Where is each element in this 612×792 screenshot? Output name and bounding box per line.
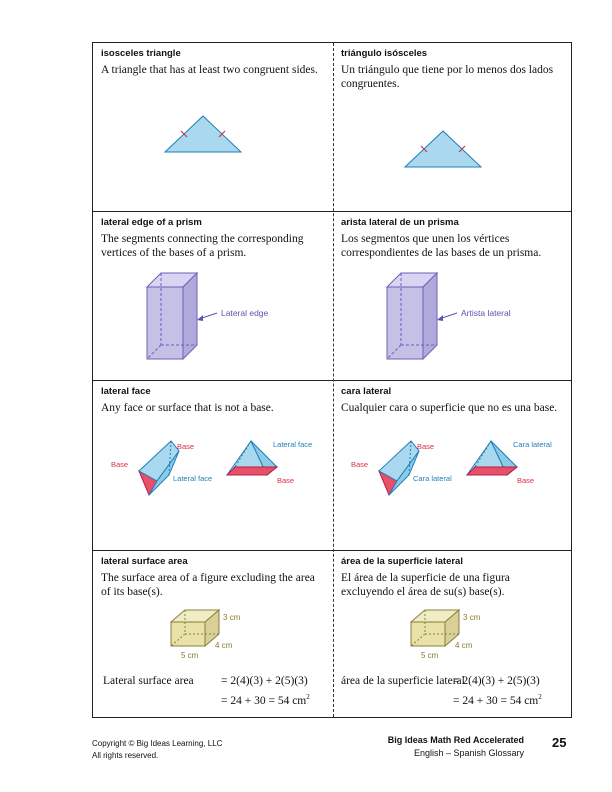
lateral-face-label: Cara lateral (513, 440, 552, 449)
height-label: 3 cm (463, 613, 481, 622)
height-label: 3 cm (223, 613, 241, 622)
definition: El área de la superficie de una figura e… (341, 572, 510, 598)
rights-text: All rights reserved. (92, 751, 159, 760)
isosceles-triangle-figure (163, 115, 243, 153)
width-label: 5 cm (421, 651, 439, 660)
row-divider (93, 211, 571, 212)
lateral-face-label: Lateral face (173, 474, 212, 483)
glossary-title: English – Spanish Glossary (413, 748, 524, 758)
depth-label: 4 cm (215, 641, 233, 650)
definition: Los segmentos que unen los vértices corr… (341, 233, 542, 259)
footer-copyright: Copyright © Big Ideas Learning, LLC All … (92, 738, 222, 762)
lateral-face-label: Lateral face (273, 440, 312, 449)
lateral-face-figures: Base Base Lateral face Lateral face Base (111, 440, 312, 497)
base-label: Base (351, 460, 368, 469)
definition: The segments connecting the correspondin… (101, 233, 304, 259)
lateral-face-figures: Base Base Cara lateral Cara lateral Base (351, 440, 552, 497)
entry-lateral-edge-es: arista lateral de un prisma Los segmento… (333, 212, 573, 260)
rectangular-prism-figure: 3 cm 4 cm 5 cm (169, 608, 241, 660)
definition: Any face or surface that is not a base. (101, 402, 274, 414)
term: área de la superficie lateral (341, 556, 463, 567)
row-divider (93, 550, 571, 551)
base-label: Base (417, 442, 434, 451)
definition: A triangle that has at least two congrue… (101, 64, 318, 76)
column-divider (333, 43, 334, 717)
term: isosceles triangle (101, 48, 181, 59)
definition: The surface area of a figure excluding t… (101, 572, 315, 598)
row-divider (93, 380, 571, 381)
term: arista lateral de un prisma (341, 217, 459, 228)
lateral-face-label: Cara lateral (413, 474, 452, 483)
page-number: 25 (552, 735, 567, 750)
entry-isosceles-triangle-en: isosceles triangle A triangle that has a… (93, 43, 333, 77)
entry-lateral-face-es: cara lateral Cualquier cara o superficie… (333, 381, 573, 415)
isosceles-triangle-figure (403, 130, 483, 168)
equation-line-2: = 24 + 30 = 54 cm2 (453, 693, 542, 707)
entry-isosceles-triangle-es: triángulo isósceles Un triángulo que tie… (333, 43, 573, 91)
book-title: Big Ideas Math Red Accelerated (387, 735, 524, 745)
width-label: 5 cm (181, 651, 199, 660)
term: triángulo isósceles (341, 48, 428, 59)
prism-figure: Lateral edge (145, 271, 269, 361)
term: cara lateral (341, 386, 392, 397)
definition: Cualquier cara o superficie que no es un… (341, 402, 558, 414)
copyright-text: Copyright © Big Ideas Learning, LLC (92, 739, 223, 748)
entry-lateral-surface-area-es: área de la superficie lateral El área de… (333, 551, 573, 599)
equation-line-1: = 2(4)(3) + 2(5)(3) (221, 675, 308, 687)
entry-lateral-edge-en: lateral edge of a prism The segments con… (93, 212, 333, 260)
rectangular-prism-figure: 3 cm 4 cm 5 cm (409, 608, 481, 660)
equation-line-2: = 24 + 30 = 54 cm2 (221, 693, 310, 707)
term: lateral edge of a prism (101, 217, 202, 228)
term: lateral face (101, 386, 151, 397)
definition: Un triángulo que tiene por lo menos dos … (341, 64, 554, 90)
equation-line-1: = 2(4)(3) + 2(5)(3) (453, 675, 540, 687)
entry-lateral-surface-area-en: lateral surface area The surface area of… (93, 551, 333, 599)
base-label: Base (111, 460, 128, 469)
footer-book-info: Big Ideas Math Red Accelerated English –… (388, 734, 524, 760)
glossary-grid: isosceles triangle A triangle that has a… (92, 42, 572, 718)
base-label: Base (517, 476, 534, 485)
depth-label: 4 cm (455, 641, 473, 650)
lateral-edge-label: Artista lateral (461, 308, 511, 318)
equation-lhs: Lateral surface area (103, 675, 194, 687)
base-label: Base (177, 442, 194, 451)
base-label: Base (277, 476, 294, 485)
term: lateral surface area (101, 556, 188, 567)
entry-lateral-face-en: lateral face Any face or surface that is… (93, 381, 333, 415)
equation-lhs: área de la superficie lateral (341, 675, 465, 687)
prism-figure: Artista lateral (385, 271, 511, 361)
lateral-edge-label: Lateral edge (221, 308, 269, 318)
